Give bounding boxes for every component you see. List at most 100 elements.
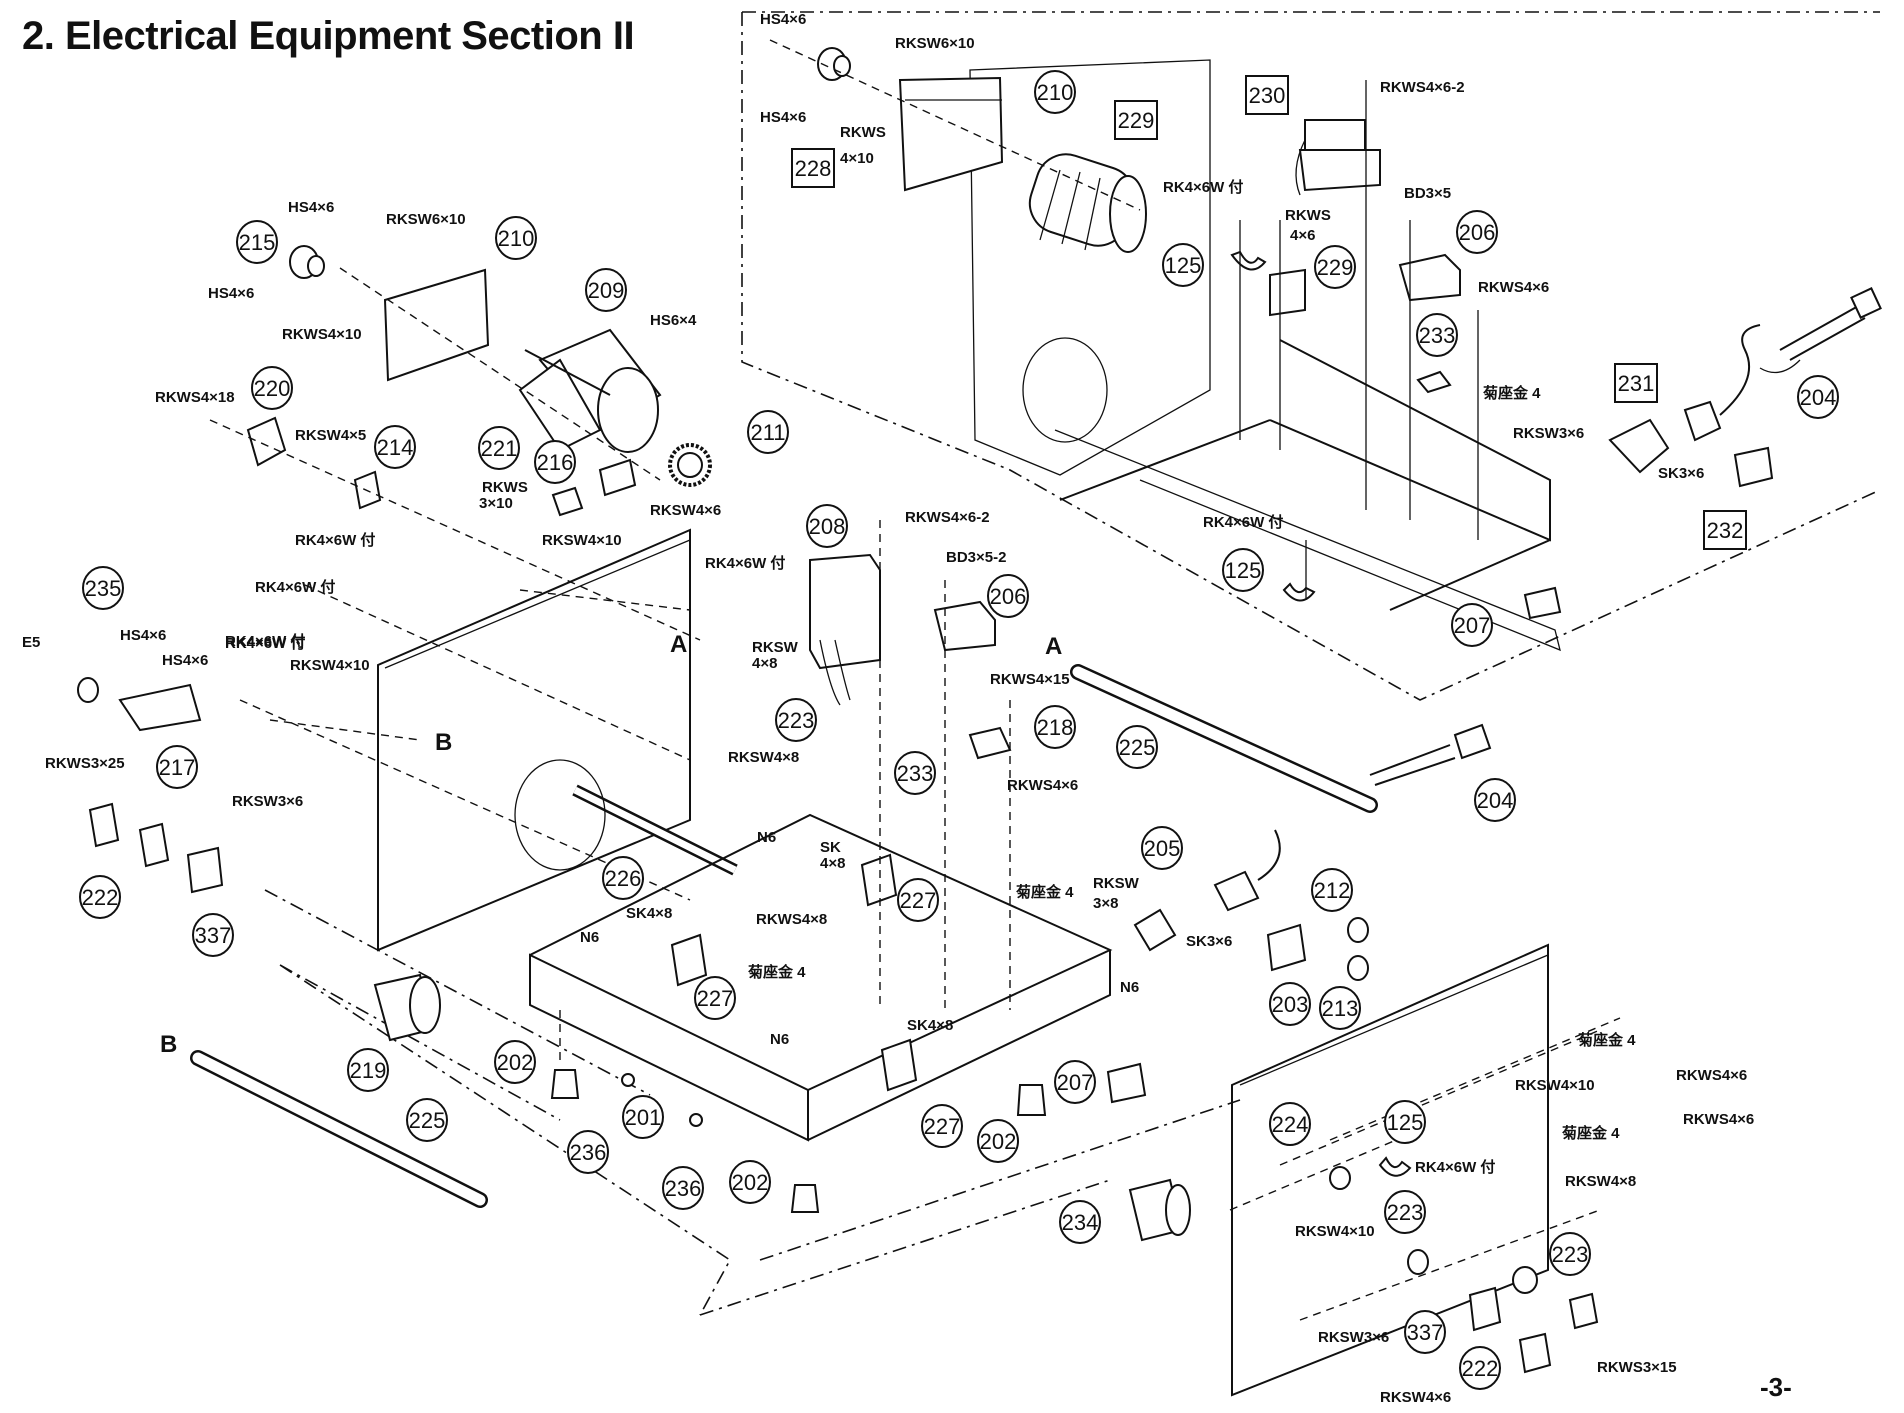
hardware-label: RKWS [482, 479, 528, 496]
hardware-label: RK4×6W 付 [1415, 1158, 1495, 1176]
circled-part-callout: 204 [1797, 375, 1839, 419]
callout-circle [1456, 210, 1498, 254]
callout-number: 227 [697, 986, 734, 1011]
callout-number: 232 [1707, 518, 1744, 543]
callout-number: 219 [350, 1058, 387, 1083]
circled-part-callout: 225 [406, 1098, 448, 1142]
boxed-part-callout: 232 [1703, 510, 1747, 550]
callout-number: 233 [1419, 323, 1456, 348]
callout-number: 210 [1037, 80, 1074, 105]
callout-number: 201 [625, 1105, 662, 1130]
callout-circle [192, 913, 234, 957]
callout-circle [567, 1130, 609, 1174]
circled-part-callout: 234 [1059, 1200, 1101, 1244]
boxed-part-callout: 229 [1114, 100, 1158, 140]
hardware-label: HS4×6 [760, 109, 806, 126]
circled-part-callout: 207 [1451, 603, 1493, 647]
part-216 [598, 458, 637, 497]
foot-202-b [1016, 1084, 1047, 1116]
callout-circle [622, 1095, 664, 1139]
front-panel [1231, 943, 1549, 1397]
circled-part-callout: 202 [729, 1160, 771, 1204]
bracket-227-c [880, 1038, 918, 1092]
hardware-label: RKSW4×10 [290, 657, 370, 674]
hardware-label: 4×8 [820, 855, 845, 872]
bracket-227-a [670, 933, 708, 987]
circled-part-callout: 210 [1034, 70, 1076, 114]
hardware-label: 3×10 [479, 495, 513, 512]
hardware-label: SK3×6 [1658, 465, 1704, 482]
callout-circle [79, 875, 121, 919]
callout-number: 204 [1800, 385, 1837, 410]
circled-part-callout: 227 [921, 1104, 963, 1148]
callout-number: 228 [795, 156, 832, 181]
bracket-210-upper [898, 76, 1004, 192]
hardware-label: RKWS4×6 [1007, 777, 1078, 794]
hardware-label: RKWS4×18 [155, 389, 235, 406]
callout-circle [1384, 1190, 1426, 1234]
hardware-label: RK4×6W 付 [225, 632, 305, 650]
circled-part-callout: 219 [347, 1048, 389, 1092]
callout-number: 236 [570, 1140, 607, 1165]
callout-circle [1549, 1232, 1591, 1276]
upper-plate [969, 59, 1211, 476]
callout-number: 233 [897, 761, 934, 786]
hardware-label: RKWS4×15 [990, 671, 1070, 688]
base-chassis-201 [529, 953, 809, 1142]
hardware-label: RKWS [1285, 207, 1331, 224]
upper-plate-edge [1054, 429, 1561, 652]
callout-circle [806, 504, 848, 548]
callout-number: 216 [537, 450, 574, 475]
callout-circle [1404, 1310, 1446, 1354]
bracket-337-right [1468, 1286, 1502, 1332]
callout-number: 218 [1037, 715, 1074, 740]
hardware-label: 菊座金 4 [1483, 384, 1541, 402]
callout-number: 227 [900, 888, 937, 913]
hardware-label: RKWS4×6-2 [905, 509, 990, 526]
circled-part-callout: 337 [1404, 1310, 1446, 1354]
hardware-label: HS4×6 [760, 11, 806, 28]
circled-part-callout: 214 [374, 425, 416, 469]
bracket-217 [118, 683, 202, 732]
reference-mark: B [160, 1031, 177, 1058]
upper-screw-lines [1239, 80, 1479, 600]
hardware-label: RKWS4×6 [1683, 1111, 1754, 1128]
callout-circle [897, 878, 939, 922]
callout-circle [156, 745, 198, 789]
callout-circle [1116, 725, 1158, 769]
callout-box [1114, 100, 1158, 140]
knob-223-c [1512, 1266, 1538, 1294]
callout-number: 221 [481, 436, 518, 461]
hardware-label: N6 [770, 1031, 789, 1048]
circled-part-callout: 205 [1141, 826, 1183, 870]
callout-number: 125 [1387, 1110, 1424, 1135]
clip-125-upper [1230, 250, 1267, 271]
knob-235 [77, 677, 99, 703]
callout-number: 125 [1165, 253, 1202, 278]
knob-212 [1347, 917, 1369, 943]
callout-number: 209 [588, 278, 625, 303]
hardware-label: HS4×6 [162, 652, 208, 669]
circled-part-callout: 215 [236, 220, 278, 264]
hardware-label: E5 [22, 634, 40, 651]
circled-part-callout: 202 [977, 1119, 1019, 1163]
hardware-label: RKSW3×6 [1513, 425, 1584, 442]
circled-part-callout: 223 [775, 698, 817, 742]
cord-204-lower [1369, 723, 1492, 786]
callout-number: 211 [750, 420, 785, 445]
circled-part-callout: 125 [1384, 1100, 1426, 1144]
hardware-label: BD3×5 [1404, 185, 1451, 202]
callout-circle [1059, 1200, 1101, 1244]
washer-236-b [689, 1113, 703, 1127]
circled-part-callout: 204 [1474, 778, 1516, 822]
bracket-220 [246, 416, 287, 467]
callout-number: 217 [159, 755, 196, 780]
circled-part-callout: 224 [1269, 1102, 1311, 1146]
callout-circle [1311, 868, 1353, 912]
callout-number: 207 [1057, 1070, 1094, 1095]
upper-base-rail-front [1059, 419, 1551, 611]
hardware-label: 菊座金 4 [1562, 1124, 1620, 1142]
callout-circle [236, 220, 278, 264]
